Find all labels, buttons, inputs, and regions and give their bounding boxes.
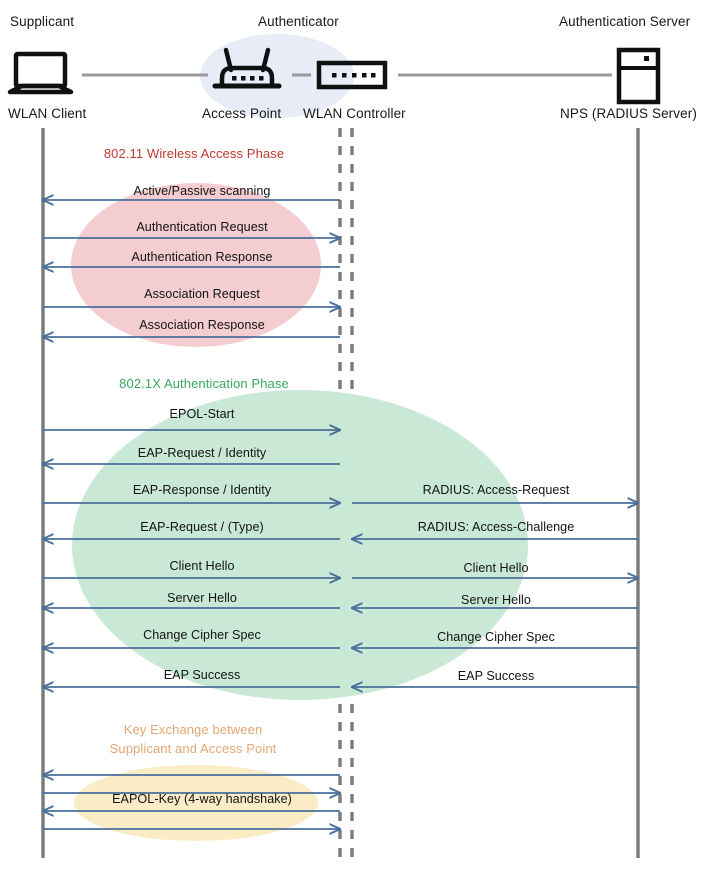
message-label: Server Hello [461,593,531,607]
phase-heading-key-exchange-line2: Supplicant and Access Point [109,740,277,756]
message-label: EAP Success [163,668,241,682]
phase-heading-802-1x: 802.1X Authentication Phase [119,376,289,391]
message-label: Client Hello [169,559,235,573]
role-label-authenticator: Authenticator [258,14,339,29]
message-label: EAP-Request / (Type) [140,520,264,534]
message-label: EAP Success [457,669,535,683]
actor-name-wlan-controller: WLAN Controller [303,106,406,121]
message-label: Change Cipher Spec [437,630,555,644]
phase-ellipse-phase-3 [74,765,318,841]
role-label-authentication-server: Authentication Server [559,14,691,29]
message-label: EAP-Request / Identity [137,446,267,460]
message-label: EAP-Response / Identity [132,483,272,497]
phase-heading-802-11: 802.11 Wireless Access Phase [103,146,285,161]
message-label: Server Hello [167,591,237,605]
controller-box-icon [316,60,388,90]
role-label-supplicant: Supplicant [10,14,75,29]
actor-name-nps-radius-server: NPS (RADIUS Server) [560,106,697,121]
message-label: Client Hello [463,561,529,575]
message-label: Authentication Response [131,250,273,264]
message-arrows [43,200,638,829]
message-label: Association Request [144,287,260,301]
phase-heading-key-exchange: Key Exchange between Supplicant and Acce… [84,721,302,759]
message-label: Authentication Request [136,220,268,234]
message-label: EPOL-Start [169,407,235,421]
message-label: Association Response [139,318,265,332]
message-label: RADIUS: Access-Challenge [417,520,575,534]
message-label: Change Cipher Spec [143,628,261,642]
actor-name-access-point: Access Point [202,106,282,121]
phase-heading-key-exchange-line1: Key Exchange between [123,722,263,737]
actor-name-wlan-client: WLAN Client [8,106,87,121]
message-label: EAPOL-Key (4-way handshake) [112,792,292,806]
wireless-router-icon [212,47,282,89]
phase-ellipse-phase-2 [72,390,528,700]
server-tower-icon [616,47,661,105]
phase-ellipse-phase-1 [71,183,321,347]
laptop-icon [7,51,74,95]
message-label: RADIUS: Access-Request [422,483,570,497]
message-label: Active/Passive scanning [133,184,271,198]
authenticator-halo [200,34,354,118]
phase-ellipses [71,183,528,841]
